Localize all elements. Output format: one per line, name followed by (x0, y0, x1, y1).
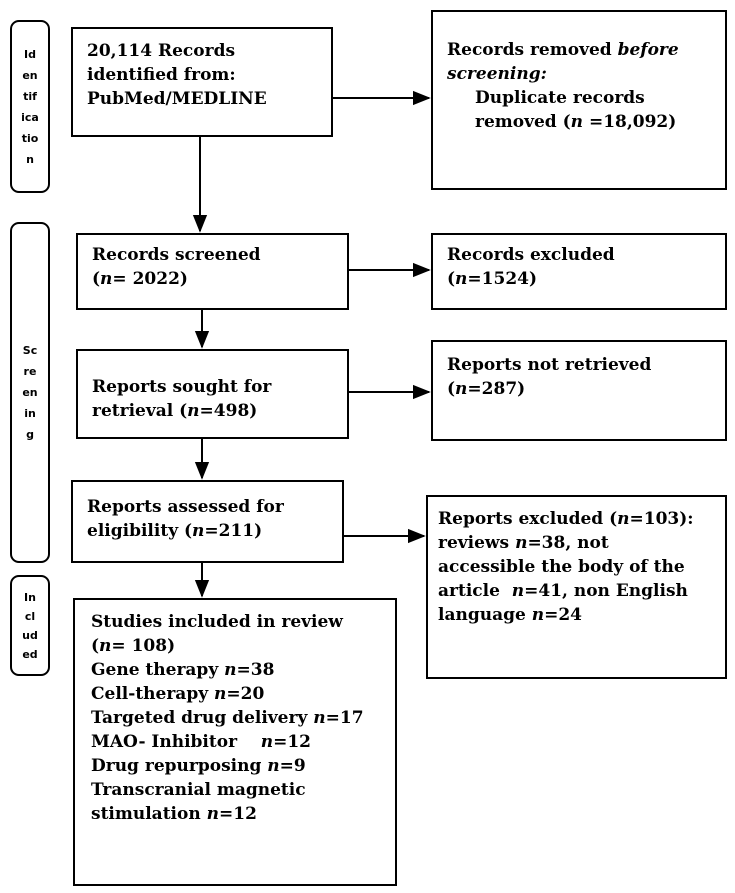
stage-fragment: g (26, 428, 34, 441)
stage-identification: Id en tif ica tio n (10, 20, 50, 193)
stage-fragment: ud (22, 628, 38, 642)
box-line: reviews n=38, not (438, 533, 609, 553)
stage-fragment: ed (22, 647, 38, 661)
box-line: accessible the body of the (438, 557, 685, 577)
box-line: Duplicate records (475, 88, 645, 108)
stage-fragment: re (23, 365, 37, 378)
box-line: Reports assessed for (87, 497, 284, 517)
box-line: Records excluded (447, 245, 615, 265)
included-item: Cell-therapy n=20 (91, 684, 265, 704)
included-item: Targeted drug delivery n=17 (91, 708, 364, 728)
box-line: article n=41, non English (438, 581, 688, 601)
reports-excluded-box: Reports excluded (n=103): reviews n=38, … (426, 495, 727, 679)
box-line: Reports sought for (92, 377, 272, 397)
included-item: Drug repurposing n=9 (91, 756, 306, 776)
records-excluded-box: Records excluded (n=1524) (431, 233, 727, 310)
box-line: Reports not retrieved (447, 355, 652, 375)
studies-included-box: Studies included in review (n= 108) Gene… (73, 598, 397, 886)
box-line: retrieval (n=498) (92, 401, 258, 421)
box-line: Reports excluded (n=103): (438, 509, 694, 529)
box-line: (n=287) (447, 379, 526, 399)
records-removed-box: Records removed before screening: Duplic… (431, 10, 727, 190)
reports-assessed-box: Reports assessed for eligibility (n=211) (71, 480, 344, 563)
box-line: Transcranial magnetic (91, 780, 306, 800)
box-line: PubMed/MEDLINE (87, 89, 267, 109)
stage-fragment: cl (24, 609, 36, 623)
box-line: (n= 108) (91, 636, 176, 656)
reports-not-retrieved-box: Reports not retrieved (n=287) (431, 340, 727, 441)
included-item: Gene therapy n=38 (91, 660, 275, 680)
stage-fragment: tio (21, 131, 39, 145)
box-line: identified from: (87, 65, 236, 85)
stage-fragment: ica (21, 110, 39, 124)
stage-screening: Sc re en in g (10, 222, 50, 563)
box-line: Records screened (92, 245, 261, 265)
stage-fragment: tif (23, 89, 37, 103)
box-line: (n=1524) (447, 269, 538, 289)
box-line: language n=24 (438, 605, 582, 625)
stage-fragment: in (24, 407, 36, 420)
box-line: 20,114 Records (87, 41, 236, 61)
box-line: screening: (447, 64, 547, 84)
box-line: eligibility (n=211) (87, 521, 263, 541)
stage-fragment: n (26, 152, 34, 166)
included-item: MAO- Inhibitor n=12 (91, 732, 311, 752)
box-line: removed (n =18,092) (475, 112, 677, 132)
stage-fragment: Id (24, 47, 36, 61)
records-identified-box: 20,114 Records identified from: PubMed/M… (71, 27, 333, 137)
box-line: (n= 2022) (92, 269, 188, 289)
box-line: Studies included in review (91, 612, 343, 632)
stage-fragment: In (24, 590, 36, 604)
stage-fragment: en (22, 68, 38, 82)
box-line: Records removed before (447, 40, 679, 60)
stage-fragment: en (22, 386, 38, 399)
records-screened-box: Records screened (n= 2022) (76, 233, 349, 310)
stage-fragment: Sc (22, 344, 38, 357)
reports-sought-box: Reports sought for retrieval (n=498) (76, 349, 349, 439)
box-line: stimulation n=12 (91, 804, 257, 824)
stage-included: In cl ud ed (10, 575, 50, 676)
